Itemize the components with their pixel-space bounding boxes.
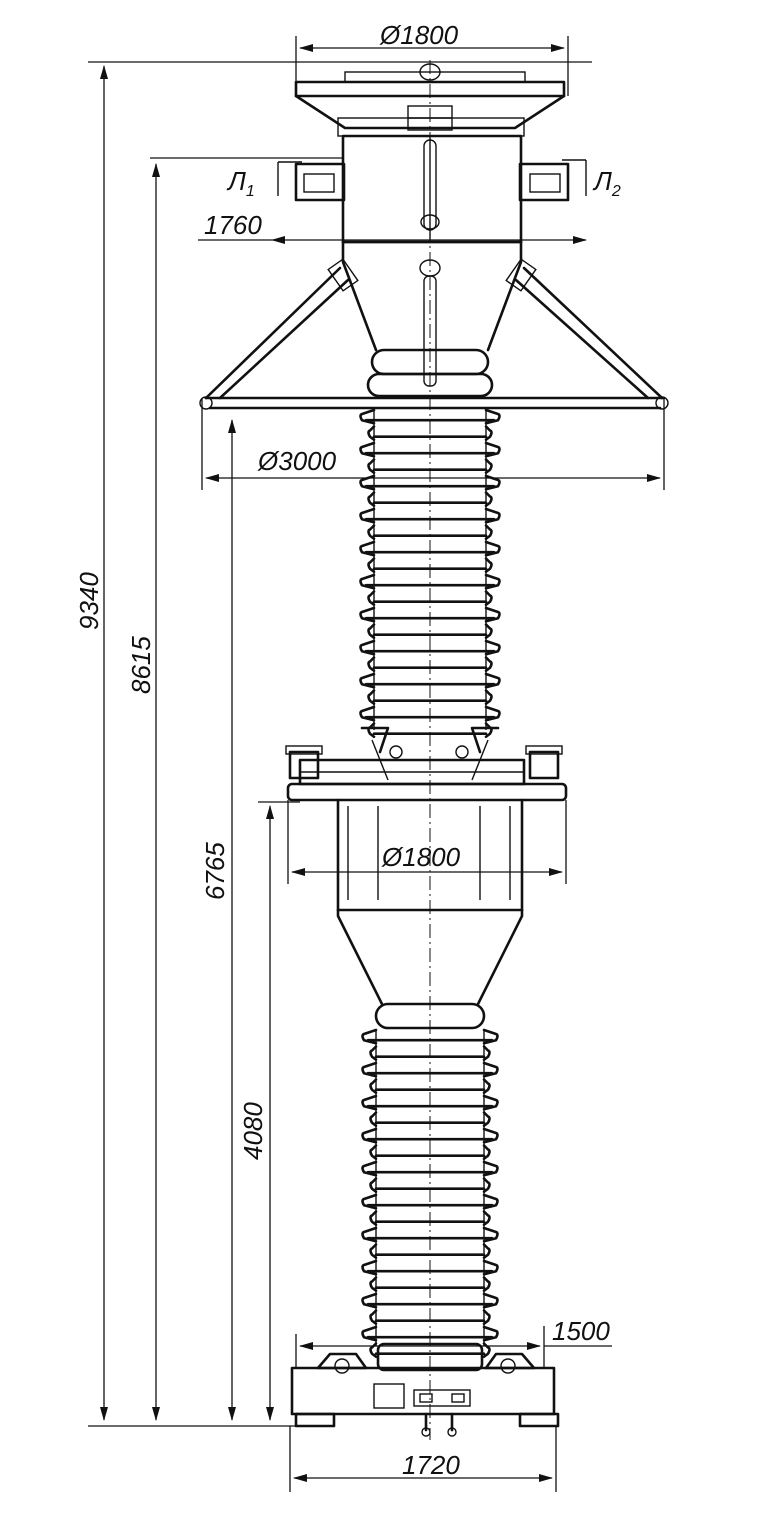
insulator-shed xyxy=(359,639,501,656)
label-base-width: 1720 xyxy=(402,1450,460,1480)
terminal-right xyxy=(518,159,587,202)
insulator-shed xyxy=(359,573,501,590)
insulator-shed xyxy=(361,1292,499,1309)
label-mid-diameter: Ø1800 xyxy=(381,842,461,872)
insulator-shed xyxy=(369,1243,491,1260)
insulator-shed xyxy=(367,557,493,574)
insulator-shed xyxy=(361,1127,499,1144)
insulator-shed xyxy=(359,441,501,458)
insulator-shed xyxy=(359,606,501,623)
insulator-shed xyxy=(369,1276,491,1293)
insulator-shed xyxy=(361,1325,499,1342)
lower-insulator xyxy=(361,1028,499,1359)
dim-lower-height xyxy=(258,801,300,1421)
insulator-shed xyxy=(361,1061,499,1078)
label-upper-height: 8615 xyxy=(126,636,156,694)
insulator-shed xyxy=(359,408,501,425)
insulator-shed xyxy=(369,1045,491,1062)
lower-cone xyxy=(336,908,524,1030)
insulator-shed xyxy=(367,425,493,442)
insulator-shed xyxy=(367,524,493,541)
dim-mid-diameter xyxy=(287,800,567,884)
insulator-shed xyxy=(369,1309,491,1326)
insulator-shed xyxy=(361,1226,499,1243)
dim-upper-height xyxy=(150,157,344,1421)
label-top-diameter: Ø1800 xyxy=(379,20,459,50)
upper-tank xyxy=(341,134,523,244)
dim-top-diameter xyxy=(295,36,569,96)
label-terminal-right: Л2 xyxy=(592,166,621,200)
grading-ring xyxy=(199,258,669,410)
insulator-shed xyxy=(359,705,501,722)
insulator-shed xyxy=(361,1259,499,1276)
dim-ring-diameter xyxy=(201,398,665,490)
insulator-shed xyxy=(369,1210,491,1227)
dim-overall-height xyxy=(88,61,592,1427)
dim-base-small xyxy=(295,1326,612,1368)
insulator-shed xyxy=(367,590,493,607)
insulator-shed xyxy=(367,458,493,475)
insulator-shed xyxy=(367,491,493,508)
label-ring-diameter: Ø3000 xyxy=(257,446,337,476)
terminal-left xyxy=(277,161,346,202)
insulator-shed xyxy=(369,1144,491,1161)
label-terminal-span: 1760 xyxy=(204,210,262,240)
upper-cone xyxy=(341,240,523,387)
insulator-shed xyxy=(361,1094,499,1111)
middle-flange xyxy=(285,726,568,802)
base xyxy=(290,1342,560,1437)
label-overall-height: 9340 xyxy=(74,572,104,630)
dim-base-width xyxy=(289,1426,557,1492)
upper-bulge xyxy=(366,348,494,398)
insulator-shed xyxy=(361,1160,499,1177)
label-base-small: 1500 xyxy=(552,1316,610,1346)
label-lower-height: 4080 xyxy=(238,1102,268,1160)
insulator-shed xyxy=(367,689,493,706)
insulator-shed xyxy=(359,540,501,557)
insulator-shed xyxy=(359,672,501,689)
insulator-shed xyxy=(367,656,493,673)
insulator-shed xyxy=(369,1078,491,1095)
insulator-shed xyxy=(361,1193,499,1210)
label-terminal-left: Л1 xyxy=(226,166,255,200)
upper-insulator xyxy=(359,408,501,739)
insulator-shed xyxy=(359,507,501,524)
insulator-shed xyxy=(361,1028,499,1045)
insulator-shed xyxy=(369,1111,491,1128)
insulator-shed xyxy=(367,623,493,640)
top-cap xyxy=(294,63,566,137)
insulator-shed xyxy=(369,1177,491,1194)
middle-tank xyxy=(336,798,524,912)
label-mid-height: 6765 xyxy=(200,842,230,900)
